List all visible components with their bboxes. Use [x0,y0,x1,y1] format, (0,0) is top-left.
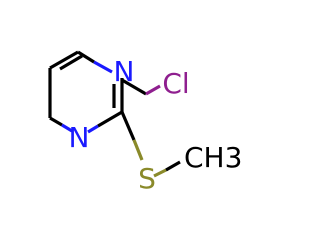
bond-c3-s-b [132,139,144,161]
atom-n1: N [114,55,135,88]
bond-c-cl-a [121,78,147,96]
bond-s-ch3-b [165,160,181,172]
bond-c3-s-a [120,111,136,141]
bond-c2-c6-inner [59,54,83,71]
bond-c2-c6 [49,50,79,70]
atom-cl: Cl [162,67,189,100]
atom-s: S [138,162,156,195]
bond-n1-c2-a [93,60,113,74]
bond-n4-c3-b [97,110,123,128]
atom-n4: N [69,121,90,154]
bond-n1-c2-b [77,50,95,64]
structure-diagram: N N Cl S CH3 [48,50,242,195]
atom-ch3: CH3 [184,141,242,174]
bond-c5-n4-a [49,116,63,127]
bond-c-cl-b [145,84,161,96]
bond-c5-n4-b [61,123,73,133]
bond-s-ch3-a [153,168,167,178]
bond-n4-c3-a [87,124,99,134]
